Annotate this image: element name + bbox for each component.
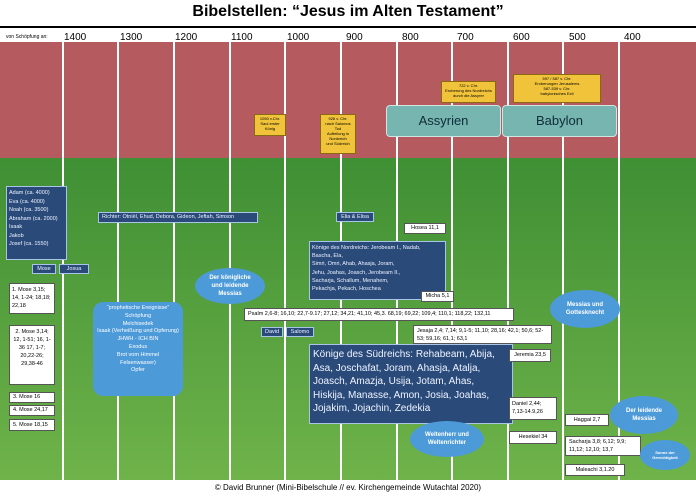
- ref-mose-3: 3. Mose 16: [9, 392, 55, 403]
- label-elia-elisa: Elia & Elisa: [336, 212, 374, 222]
- gridline: [62, 42, 64, 480]
- axis-year-1200: 1200: [175, 32, 198, 43]
- ref-jeremia: Jeremia 23,5: [509, 349, 551, 362]
- empire-babylon: Babylon: [502, 105, 617, 137]
- ref-psalm: Psalm 2,6-8; 16,10; 22,7-9.17; 27,12; 34…: [244, 308, 514, 321]
- gridline: [173, 42, 175, 480]
- axis-year-900: 900: [346, 32, 363, 43]
- label-mose: Mose: [32, 264, 56, 274]
- ref-micha: Micha 5,1: [421, 291, 454, 302]
- label-david: David: [261, 327, 283, 337]
- gridline: [229, 42, 231, 480]
- ref-mose-4: 4. Mose 24,17: [9, 405, 55, 416]
- ref-jesaja: Jesaja 2,4; 7,14; 9,1-5; 11,10; 28,16; 4…: [413, 325, 552, 344]
- note-saul: 1050 v.Chr. Saul erster König: [254, 114, 286, 136]
- note-assyria: 722 v. Chr. Eroberung des Nordreichs dur…: [441, 81, 496, 103]
- axis-year-1300: 1300: [120, 32, 143, 43]
- page-title: Bibelstellen: “Jesus im Alten Testament”: [192, 3, 504, 20]
- axis-year-1000: 1000: [287, 32, 310, 43]
- bubble-suffering: Der leidende Messias: [610, 396, 678, 434]
- axis-year-700: 700: [457, 32, 474, 43]
- southern-kings: Könige des Südreichs: Rehabeam, Abija, A…: [309, 344, 513, 424]
- label-josua: Josua: [59, 264, 89, 274]
- gridline: [451, 42, 453, 480]
- note-split: 926 v. Chr. nach Salomos Tod Aufteilung …: [320, 114, 356, 154]
- label-salomo: Salomo: [286, 327, 314, 337]
- ref-mose-5: 5. Mose 18,15: [9, 419, 55, 431]
- ref-mose-1: 1. Mose 3,15; 14, 1-24; 18,18; 22,18: [9, 283, 55, 314]
- footer-copyright: © David Brunner (Mini-Bibelschule // ev.…: [214, 483, 482, 492]
- ref-hesekiel: Hesekiel 34: [509, 431, 557, 444]
- bubble-righteousness: Sonne der Gerechtigkeit: [640, 440, 690, 470]
- gridline: [284, 42, 286, 480]
- ref-mose-2: 2. Mose 3,14; 12, 1-51; 16, 1-36 17, 1-7…: [9, 325, 55, 385]
- patriarchs-box: Adam (ca. 4000) Eva (ca. 4000) Noah (ca.…: [6, 186, 67, 260]
- ref-maleachi: Maleachi 3,1.20: [565, 464, 625, 476]
- bubble-world-ruler: Weltenherr und Weltenrichter: [410, 421, 484, 457]
- axis-year-800: 800: [402, 32, 419, 43]
- axis-year-400: 400: [624, 32, 641, 43]
- bubble-servant: Messias und Gottesknecht: [550, 290, 620, 328]
- gridline: [618, 42, 620, 480]
- empire-assyria: Assyrien: [386, 105, 501, 137]
- axis-year-600: 600: [513, 32, 530, 43]
- prophetic-events: “prophetische Ereignisse” Schöpfung Melc…: [93, 302, 183, 396]
- gridline: [562, 42, 564, 480]
- axis-caption: von Schöpfung an:: [6, 34, 48, 40]
- gridline: [507, 42, 509, 480]
- axis-year-1400: 1400: [64, 32, 87, 43]
- ref-daniel: Daniel 2,44; 7,13-14.9,26: [509, 397, 557, 420]
- ref-sacharja: Sacharja 3,8; 6,12; 9,9; 11,12; 12,10; 1…: [565, 436, 641, 456]
- axis-year-1100: 1100: [231, 32, 253, 43]
- ref-hosea: Hosea 11,1: [404, 223, 446, 234]
- judges-bar: Richter: Otniël, Ehud, Debora, Gideon, J…: [98, 212, 258, 223]
- northern-kings: Könige des Nordreichs: Jerobeam I., Nada…: [309, 241, 446, 300]
- bubble-royal-messiah: Der königliche und leidende Messias: [195, 268, 265, 304]
- note-babylon: 597 / 587 v. Chr. Eroberungen Jerusalems…: [513, 74, 601, 103]
- gridline: [117, 42, 119, 480]
- axis-year-500: 500: [569, 32, 586, 43]
- ref-haggai: Haggai 2,7: [565, 414, 609, 426]
- title-underline: [0, 26, 696, 28]
